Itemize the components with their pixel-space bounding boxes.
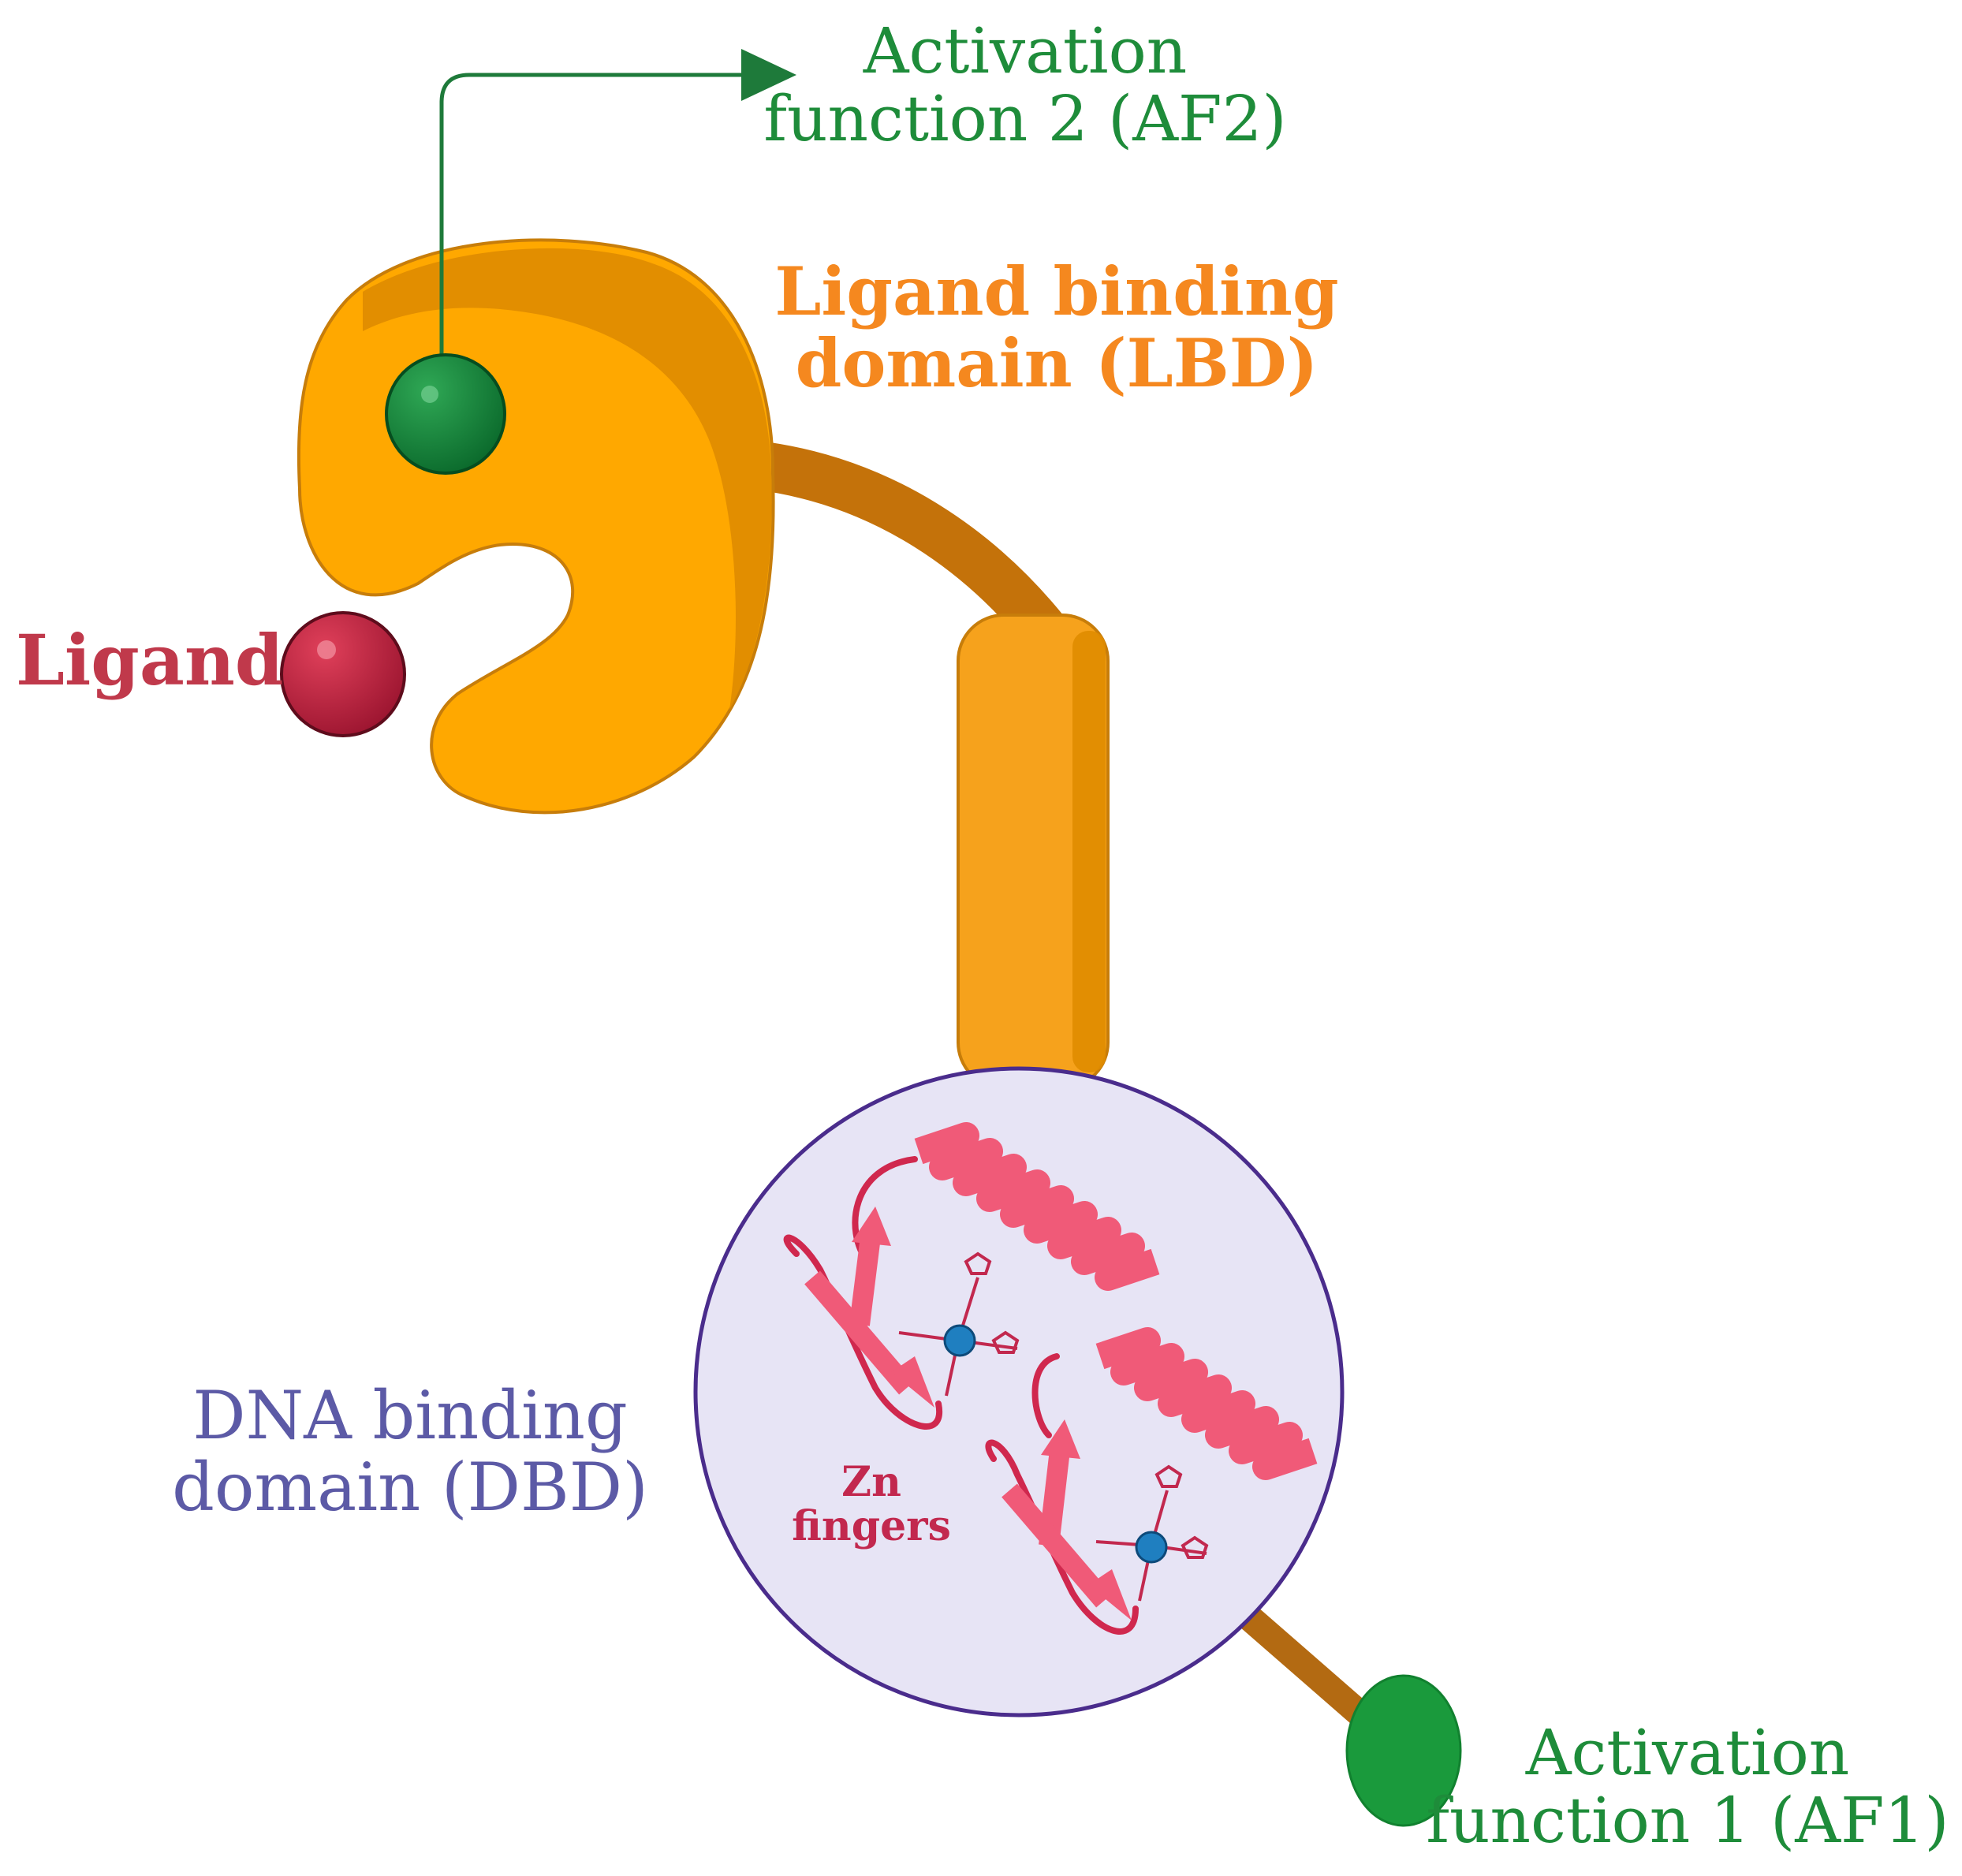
zn-finger-helix-1 (914, 1122, 1160, 1291)
zn-finger-helix-2 (1095, 1327, 1318, 1480)
zn-finger-arrow-2b (1002, 1483, 1112, 1608)
lbd-label: Ligand binding domain (LBD) (741, 252, 1372, 402)
af1-label-line1: Activation (1525, 1716, 1850, 1789)
dbd-label-line1: DNA binding (192, 1377, 628, 1454)
lbd-hinge-linker (753, 441, 1076, 662)
zn-fingers-label-line2: fingers (792, 1502, 951, 1551)
zn-finger-arrow-2a-head (1041, 1419, 1080, 1459)
zn-fingers-label-line1: Zn (841, 1458, 901, 1506)
lbd-shadow (363, 248, 772, 710)
af2-arrow-head (741, 49, 796, 101)
af2-sphere-highlight (421, 386, 438, 403)
lbd-label-line1: Ligand binding (774, 252, 1339, 330)
af2-label-line2: function 2 (AF2) (763, 82, 1287, 156)
af1-label-line2: function 1 (AF1) (1426, 1784, 1949, 1858)
zn-fingers-label: Zn fingers (757, 1460, 986, 1549)
zn-finger-arrow-1a (849, 1229, 882, 1326)
af2-label-line1: Activation (863, 14, 1188, 88)
lbd-label-line2: domain (LBD) (795, 323, 1319, 402)
af2-arrow-line (439, 73, 745, 363)
zn-finger-arrow-1b-head (891, 1356, 934, 1408)
zinc-ion-2 (1135, 1531, 1168, 1564)
zn-finger-arrow-1b (804, 1270, 915, 1395)
zn-finger-arrow-2b-head (1088, 1569, 1132, 1621)
zn-finger-arrow-1a-head (852, 1207, 891, 1246)
af1-label: Activation function 1 (AF1) (1419, 1716, 1956, 1858)
zinc-ion-1 (943, 1324, 976, 1357)
ligand-sphere-highlight (317, 640, 336, 659)
ligand-label: Ligand (16, 619, 284, 701)
af1-ellipse (1345, 1674, 1462, 1827)
dbd-label-line2: domain (DBD) (172, 1448, 648, 1526)
ligand-sphere (280, 611, 406, 737)
dbd-label: DNA binding domain (DBD) (134, 1380, 686, 1523)
af2-label: Activation function 2 (AF2) (710, 17, 1341, 154)
af2-sphere (385, 353, 506, 475)
hinge-rod-shadow (1072, 631, 1106, 1072)
